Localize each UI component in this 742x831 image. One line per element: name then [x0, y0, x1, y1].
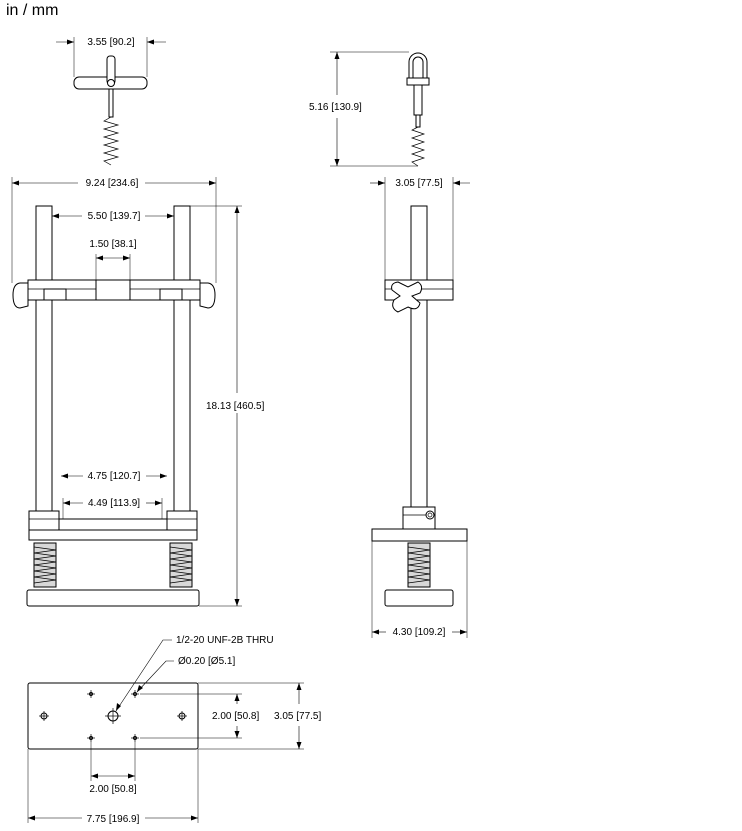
large-mounting-hole [105, 708, 121, 724]
hole-callout-label: Ø0.20 [Ø5.1] [178, 656, 235, 667]
overall-width-label: 9.24 [234.6] [86, 178, 139, 189]
inner-width-outer-label: 4.75 [120.7] [88, 471, 141, 482]
overall-width-dimension: 9.24 [234.6] [11, 177, 217, 283]
units-label: in / mm [6, 2, 59, 19]
base-depth-label: 4.30 [109.2] [393, 627, 446, 638]
side-depth-label: 3.05 [77.5] [395, 178, 442, 189]
hole-pattern-x-dimension: 2.00 [50.8] [89, 742, 137, 795]
hole-callout-leader: Ø0.20 [Ø5.1] [136, 656, 235, 693]
rod-spacing-label: 5.50 [139.7] [88, 211, 141, 222]
handle-height-dimension: 5.16 [130.9] [309, 51, 418, 167]
hole-pattern-y-label: 2.00 [50.8] [212, 711, 259, 722]
inner-width-inner-dimension: 4.49 [113.9] [62, 498, 163, 519]
inner-width-outer-dimension: 4.75 [120.7] [61, 471, 167, 482]
plate-height-dimension: 3.05 [77.5] [198, 682, 321, 750]
overall-height-label: 18.13 [460.5] [206, 401, 265, 412]
plate-width-label: 7.75 [196.9] [87, 814, 140, 825]
center-gap-dimension: 1.50 [38.1] [89, 239, 137, 280]
rod-spacing-dimension: 5.50 [139.7] [52, 211, 174, 222]
handle-width-dimension: 3.55 [90.2] [56, 37, 166, 77]
hole-pattern-x-label: 2.00 [50.8] [89, 784, 136, 795]
overall-height-dimension: 18.13 [460.5] [190, 205, 265, 607]
side-depth-dimension: 3.05 [77.5] [370, 177, 470, 280]
plate-width-dimension: 7.75 [196.9] [27, 749, 199, 825]
handle-side-view [406, 52, 430, 167]
press-frame-side-view [371, 205, 468, 607]
small-mounting-holes [39, 690, 187, 742]
thread-callout-leader: 1/2-20 UNF-2B THRU [115, 635, 274, 712]
handle-height-label: 5.16 [130.9] [309, 102, 362, 113]
plate-height-label: 3.05 [77.5] [274, 711, 321, 722]
thread-callout-label: 1/2-20 UNF-2B THRU [176, 635, 274, 646]
inner-width-inner-label: 4.49 [113.9] [88, 498, 140, 509]
handle-width-label: 3.55 [90.2] [87, 37, 134, 48]
base-plate-plan-view [27, 682, 199, 750]
t-handle-front-view [73, 55, 148, 166]
center-gap-label: 1.50 [38.1] [89, 239, 136, 250]
press-frame-front-view [12, 205, 216, 607]
base-depth-dimension: 4.30 [109.2] [371, 541, 468, 638]
hole-pattern-y-dimension: 2.00 [50.8] [140, 693, 259, 739]
